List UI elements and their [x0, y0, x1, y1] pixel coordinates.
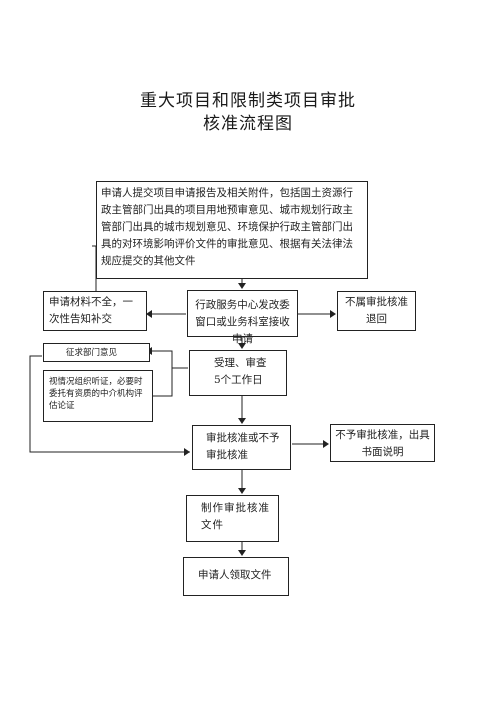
arrowhead	[238, 550, 246, 556]
node-make-approval-document: 制作审批核准文件	[186, 495, 279, 542]
arrowhead	[238, 283, 246, 289]
node-solicit-opinions: 征求部门意见	[43, 343, 150, 362]
node-service-center: 行政服务中心发改委窗口或业务科室接收申请	[187, 290, 298, 345]
node-approval-decision: 审批核准或不予审批核准	[192, 425, 291, 470]
connector-left-loop-to-decision	[29, 355, 190, 453]
connector-review-to-solicit	[152, 350, 188, 369]
arrowhead	[323, 440, 329, 448]
node-incomplete-materials: 申请材料不全，一次性告知补交	[43, 291, 147, 331]
node-review-acceptance: 受理、审查 5个工作日	[189, 350, 287, 396]
node-collect-documents: 申请人领取文件	[183, 557, 289, 596]
node-reject-explanation: 不予审批核准，出具书面说明	[330, 424, 435, 462]
node-hearing-evaluation: 视情况组织听证，必要时委托有资质的中介机构评估论证	[43, 370, 153, 422]
arrowhead	[330, 310, 336, 318]
arrowhead	[238, 418, 246, 424]
flowchart-title-line1: 重大项目和限制类项目审批	[140, 91, 356, 111]
node-not-applicable-return: 不属审批核准退回	[337, 291, 416, 331]
node-submit-application: 申请人提交项目申请报告及相关附件，包括国土资源行政主管部门出具的项目用地预审意见…	[96, 181, 368, 279]
arrowhead	[146, 310, 152, 318]
connector-review-to-hearing	[153, 368, 173, 397]
arrowhead	[238, 343, 246, 349]
flowchart-title-line2: 核准流程图	[203, 114, 293, 134]
arrowhead	[184, 448, 190, 456]
arrowhead	[238, 488, 246, 494]
